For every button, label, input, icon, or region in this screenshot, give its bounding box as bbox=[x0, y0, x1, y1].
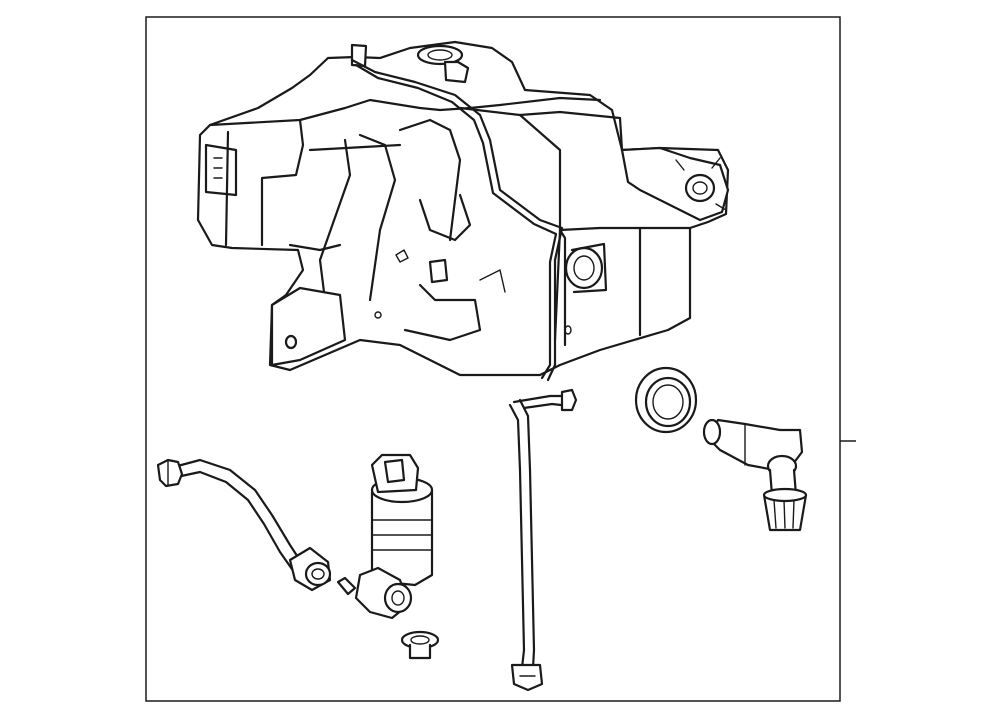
filler-seal bbox=[634, 366, 698, 434]
diagram-frame bbox=[145, 16, 841, 702]
pump-grommet bbox=[400, 630, 440, 660]
washer-hose bbox=[156, 458, 332, 592]
pump-connector bbox=[336, 566, 413, 620]
washer-reservoir bbox=[196, 40, 730, 382]
fluid-level-sensor bbox=[702, 418, 808, 532]
washer-pump bbox=[370, 453, 434, 587]
filler-tube bbox=[508, 388, 578, 692]
